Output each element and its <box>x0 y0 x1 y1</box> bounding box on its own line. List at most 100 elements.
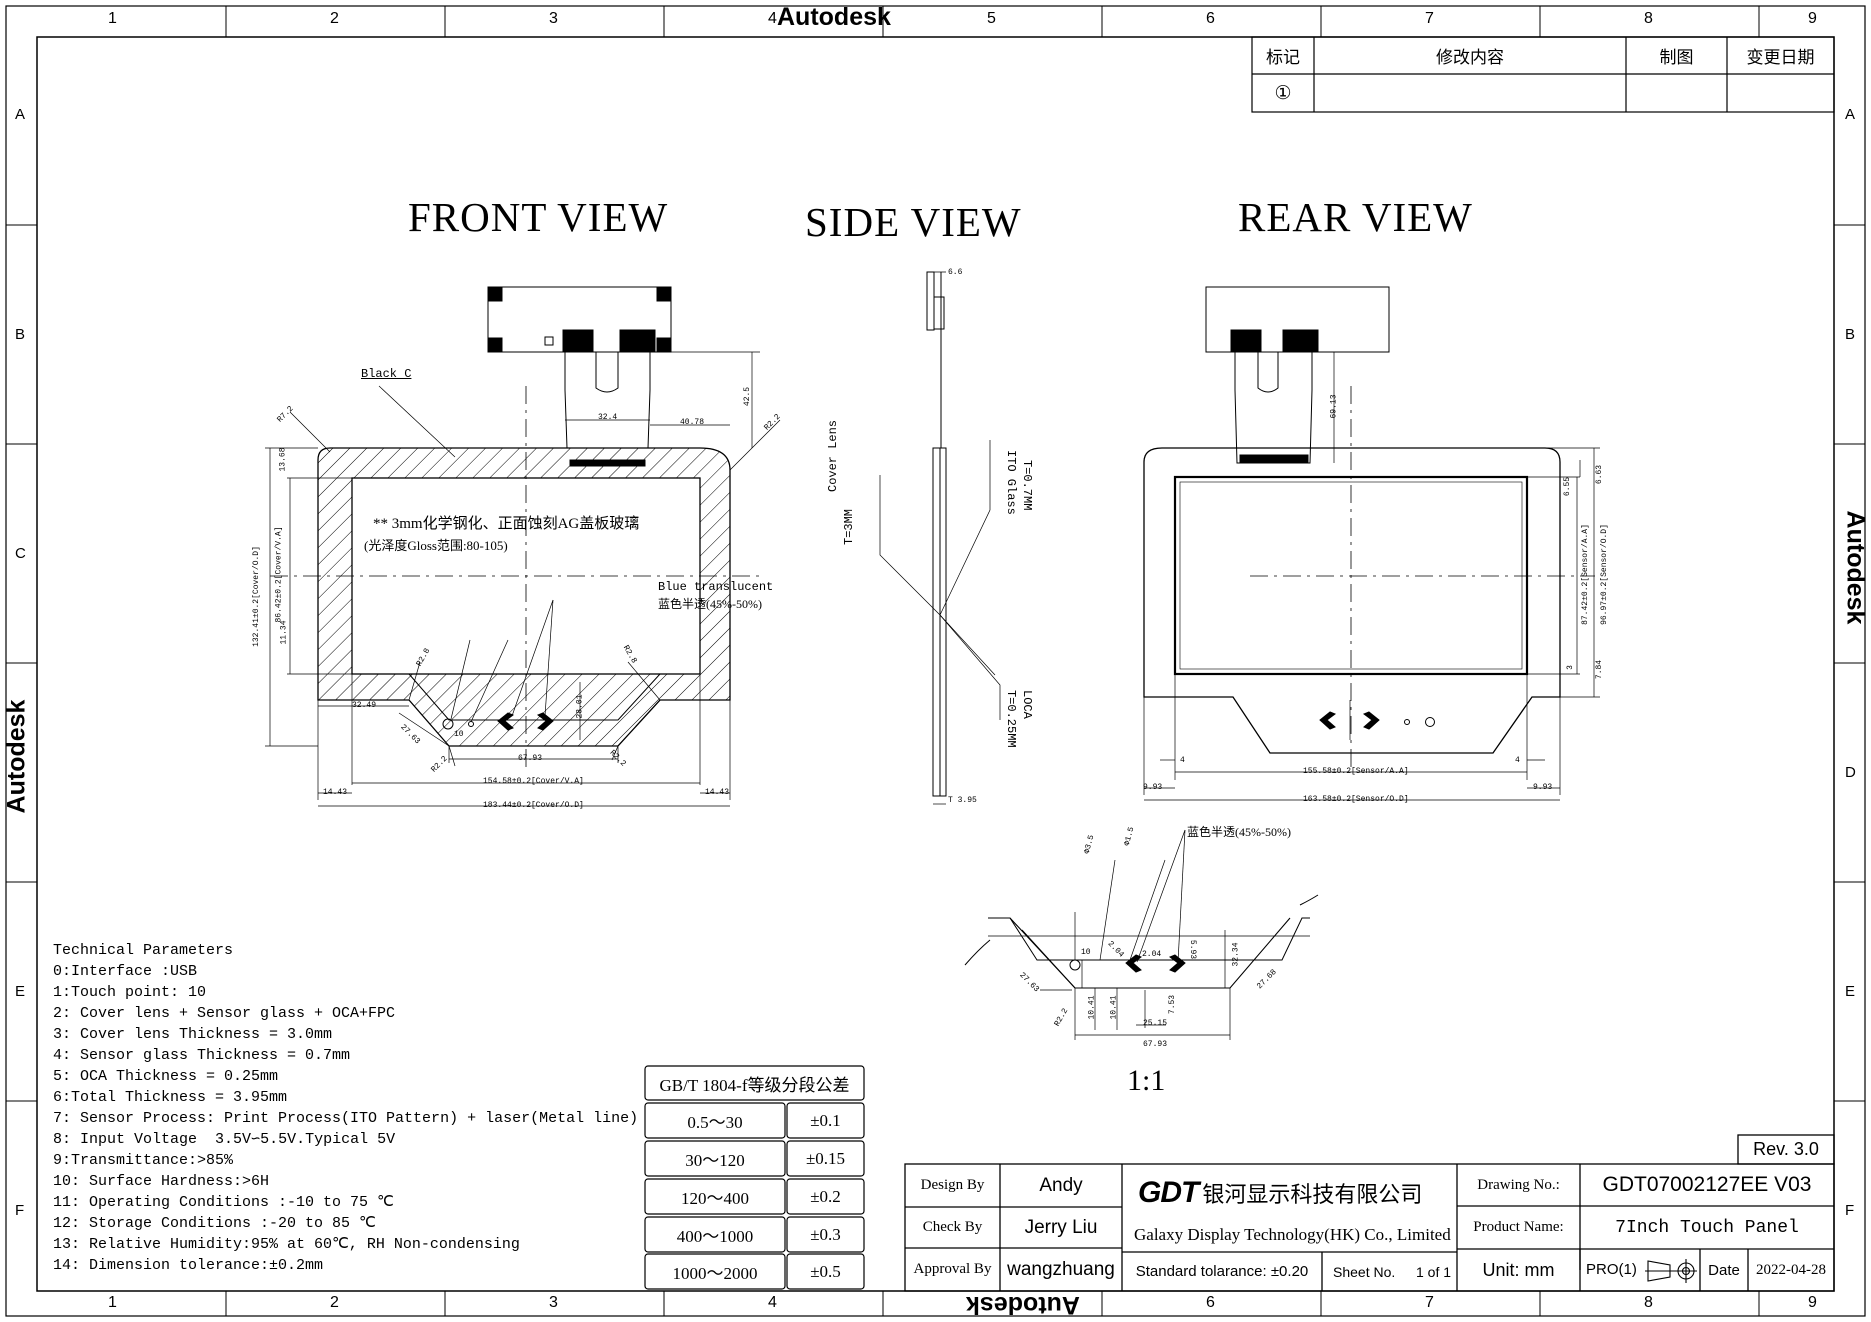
cover-lens-note: Cover Lens <box>826 419 840 492</box>
cover-thickness-note: T=3MM <box>842 508 856 545</box>
tech-line: 10: Surface Hardness:>6H <box>53 1173 270 1190</box>
col-label: 8 <box>1644 1294 1653 1311</box>
ito-thickness-note: T=0.7MM <box>1020 460 1034 511</box>
blue-translucent-note: Blue translucent <box>658 580 774 594</box>
col-label: 5 <box>987 10 996 27</box>
dim-13-68: 13.68 <box>278 447 288 472</box>
dim-32-4: 32.4 <box>598 413 618 422</box>
row-label: D <box>1845 764 1856 781</box>
row-label: B <box>15 326 26 343</box>
revision-header-date: 变更日期 <box>1746 48 1815 67</box>
approval-by-value: wangzhuang <box>1007 1258 1115 1280</box>
dim-42-5: 42.5 <box>743 386 753 407</box>
dim-9-93-right: 9.93 <box>1533 783 1553 792</box>
col-label: 8 <box>1644 10 1653 27</box>
detail-dim-10-41-b: 10.41 <box>1109 995 1119 1020</box>
tech-line: 6:Total Thickness = 3.95mm <box>53 1089 288 1106</box>
dim-40-78: 40.78 <box>680 418 705 427</box>
detail-blue-note: 蓝色半透(45%-50%) <box>1187 825 1291 839</box>
col-label: 1 <box>108 10 117 27</box>
tech-line: 2: Cover lens + Sensor glass + OCA+FPC <box>53 1005 396 1022</box>
detail-dim-10: 10 <box>1081 948 1091 957</box>
tech-line: 7: Sensor Process: Print Process(ITO Pat… <box>53 1110 639 1127</box>
check-by-value: Jerry Liu <box>1024 1216 1098 1238</box>
approval-by-label: Approval By <box>913 1261 992 1277</box>
row-label: F <box>1845 1202 1855 1219</box>
dim-28-01: 28.01 <box>575 694 585 719</box>
col-label: 6 <box>1206 1294 1215 1311</box>
product-name-value: 7Inch Touch Panel <box>1615 1217 1799 1238</box>
drawing-no-label: Drawing No.: <box>1477 1176 1560 1193</box>
dim-14-43-left: 14.43 <box>323 788 348 797</box>
dim-3: 3 <box>1565 665 1575 670</box>
col-label: 7 <box>1425 1294 1434 1311</box>
tech-line: 8: Input Voltage 3.5V∽5.5V.Typical 5V <box>53 1131 396 1148</box>
revision-table-lines <box>1251 36 1835 113</box>
tech-line: 11: Operating Conditions :-10 to 75 ℃ <box>53 1194 394 1211</box>
col-label: 3 <box>549 10 558 27</box>
dim-6-63: 6.63 <box>1595 464 1605 485</box>
design-by-value: Andy <box>1039 1174 1083 1196</box>
tolerance-range: 120～400 <box>681 1189 749 1208</box>
col-label: 4 <box>768 1294 777 1311</box>
dim-155-58: 155.58±0.2[Sensor/A.A] <box>1303 767 1409 776</box>
company-logo: GDT 银河显示科技有限公司 <box>1138 1176 1422 1210</box>
gloss-note: (光泽度Gloss范围:80-105) <box>364 538 508 553</box>
company-name-cn: 银河显示科技有限公司 <box>1202 1182 1423 1207</box>
row-label: F <box>15 1202 25 1219</box>
detail-scale-label: 1:1 <box>1127 1064 1166 1097</box>
revision-header-content: 修改内容 <box>1436 48 1504 67</box>
col-label: 7 <box>1425 10 1434 27</box>
tech-line: 0:Interface :USB <box>53 963 198 980</box>
tech-line: 5: OCA Thickness = 0.25mm <box>53 1068 279 1085</box>
detail-view-drawing <box>964 829 1319 1040</box>
col-label: 1 <box>108 1294 117 1311</box>
front-view-drawing <box>265 286 781 807</box>
rear-view-title: REAR VIEW <box>1238 194 1473 240</box>
tech-line: 9:Transmittance:>85% <box>53 1152 234 1169</box>
tolerance-value: ±0.5 <box>810 1261 841 1281</box>
detail-dim-5-93: 5.93 <box>1188 939 1198 960</box>
dim-163-58: 163.58±0.2[Sensor/O.D] <box>1303 795 1409 804</box>
dim-32-49: 32.49 <box>352 701 377 710</box>
dim-96-97: 96.97±0.2[Sensor/O.D] <box>1599 524 1609 625</box>
standard-tolerance: Standard tolarance: ±0.20 <box>1135 1263 1309 1280</box>
loca-thickness-note: T=0.25MM <box>1004 690 1018 748</box>
tech-line: 4: Sensor glass Thickness = 0.7mm <box>53 1047 351 1064</box>
revision-label: Rev. 3.0 <box>1753 1139 1819 1159</box>
revision-row-mark: ① <box>1274 82 1292 104</box>
detail-dim-7-53: 7.53 <box>1168 994 1178 1015</box>
row-label: A <box>1845 106 1856 123</box>
dim-6-6: 6.6 <box>948 268 963 277</box>
dim-183-44: 183.44±0.2[Cover/O.D] <box>483 801 584 810</box>
detail-dim-67-93: 67.93 <box>1143 1040 1168 1049</box>
sheet-value: 1 of 1 <box>1416 1264 1452 1280</box>
projection-symbol-icon <box>1645 1259 1697 1283</box>
revision-header-drawer: 制图 <box>1659 48 1694 67</box>
row-label: C <box>15 545 26 562</box>
row-label: B <box>1845 326 1856 343</box>
dim-9-93-left: 9.93 <box>1143 783 1163 792</box>
tech-line: 14: Dimension tolerance:±0.2mm <box>53 1257 324 1274</box>
drawing-no-value: GDT07002127EE V03 <box>1602 1173 1812 1196</box>
dim-14-43-right: 14.43 <box>705 788 730 797</box>
watermark-bottom: Autodesk <box>966 1291 1080 1319</box>
tolerance-value: ±0.15 <box>805 1148 846 1168</box>
col-label: 2 <box>330 1294 339 1311</box>
unit-label: Unit: mm <box>1482 1259 1555 1280</box>
detail-dim-10-41-a: 10.41 <box>1087 995 1097 1020</box>
detail-dim-2-04-b: 2.04 <box>1142 950 1162 959</box>
ito-glass-note: ITO Glass <box>1004 450 1018 515</box>
tech-line: 12: Storage Conditions :-20 to 85 ℃ <box>53 1215 376 1232</box>
check-by-label: Check By <box>922 1219 983 1235</box>
technical-parameters: Technical Parameters 0:Interface :USB 1:… <box>53 940 638 1276</box>
watermark-top: Autodesk <box>777 3 891 31</box>
tolerance-value: ±0.2 <box>810 1186 841 1206</box>
loca-note: LOCA <box>1020 690 1034 719</box>
row-label: A <box>15 106 26 123</box>
row-label: E <box>15 983 26 1000</box>
side-view-drawing <box>879 271 1001 805</box>
tolerance-table-lines <box>644 1065 865 1290</box>
watermark-right: Autodesk <box>1841 510 1870 625</box>
